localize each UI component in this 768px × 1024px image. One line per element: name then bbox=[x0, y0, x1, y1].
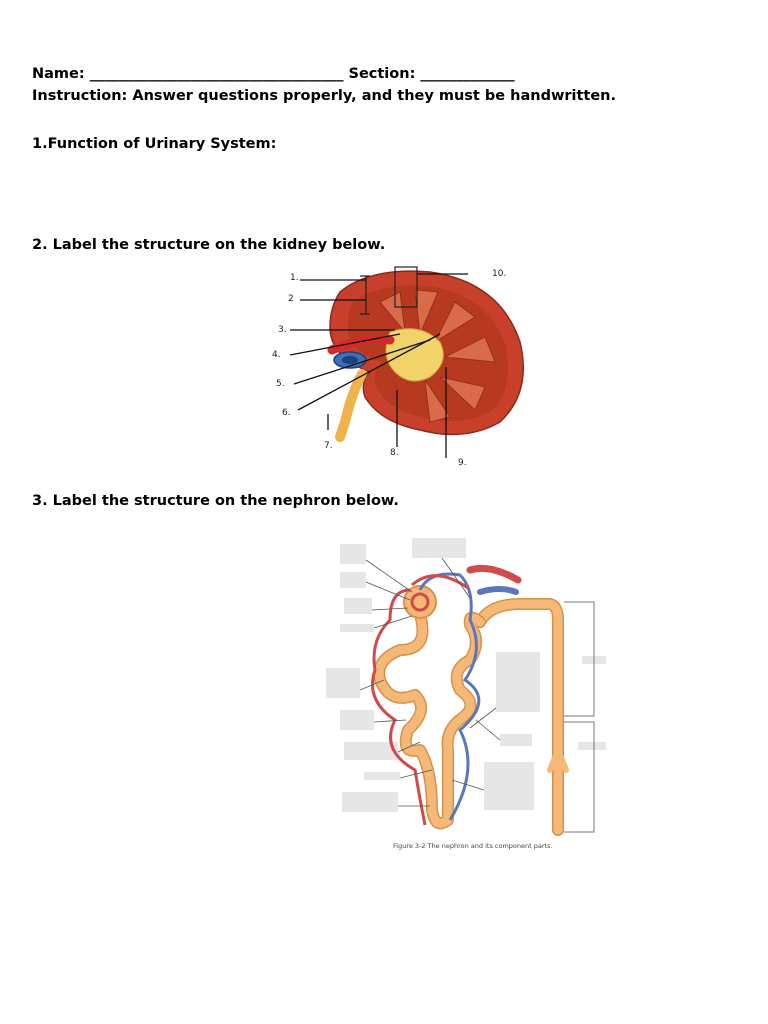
renal-pelvis bbox=[385, 328, 444, 382]
blank-label-boxes bbox=[326, 538, 606, 812]
kidney-label-2: 2 bbox=[288, 294, 294, 304]
nephron-caption: Figure 3-2 The nephron and its component… bbox=[393, 842, 553, 850]
question-1: 1.Function of Urinary System: bbox=[32, 136, 277, 152]
glomerulus bbox=[403, 585, 437, 619]
instruction-text: Instruction: Answer questions properly, … bbox=[32, 88, 617, 104]
question-2: 2. Label the structure on the kidney bel… bbox=[32, 237, 386, 253]
kidney-label-7: 7. bbox=[324, 441, 333, 451]
renal-pyramids bbox=[379, 289, 496, 423]
kidney-label-9: 9. bbox=[458, 458, 467, 468]
ureter bbox=[335, 369, 367, 442]
kidney-label-5: 5. bbox=[276, 379, 285, 389]
kidney-label-3: 3. bbox=[278, 325, 287, 335]
name-section-line: Name: __________________________________… bbox=[32, 66, 515, 82]
question-3: 3. Label the structure on the nephron be… bbox=[32, 493, 399, 509]
kidney-label-8: 8. bbox=[390, 448, 399, 458]
kidney-label-1: 1. bbox=[290, 273, 299, 283]
nephron-diagram bbox=[326, 538, 606, 836]
kidney-label-4: 4. bbox=[272, 350, 281, 360]
kidney-label-6: 6. bbox=[282, 408, 291, 418]
kidney-label-10: 10. bbox=[492, 269, 506, 279]
kidney-diagram: 1. 2 3. 4. 5. 6. 7. 8. 9. 10. bbox=[272, 266, 524, 468]
